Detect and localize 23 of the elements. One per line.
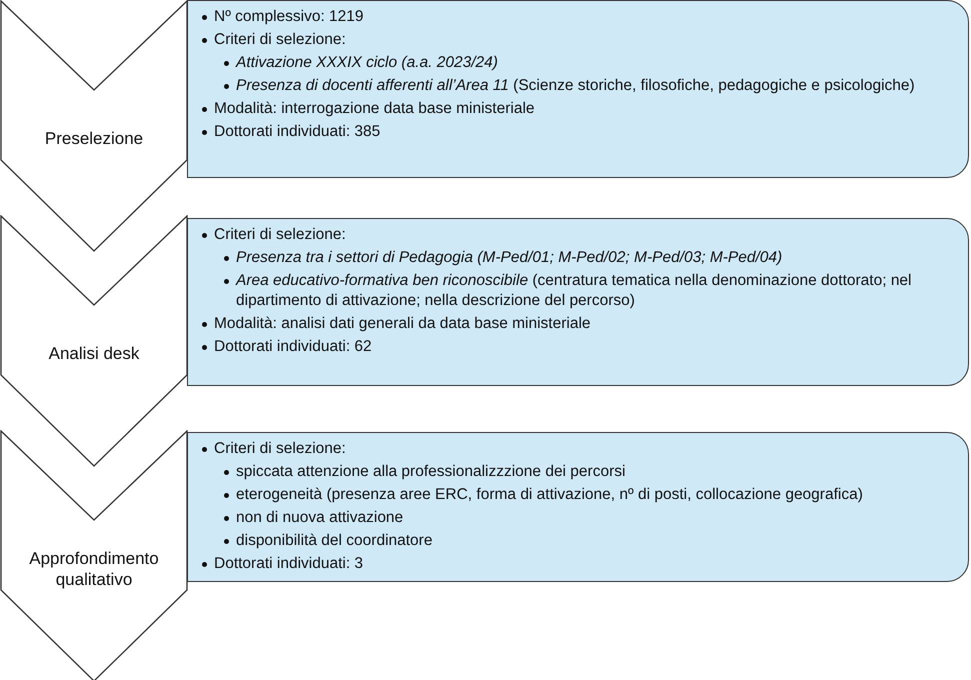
bullet-text: Criteri di selezione:: [214, 30, 346, 50]
bullet-text: Dottorati individuati: 385: [214, 122, 380, 142]
bullet-text: Modalità: interrogazione data base ministeriale: [214, 99, 535, 119]
bullet-text: Presenza tra i settori di Pedagogia (M-Ped/01; M-Ped/02; M-Ped/03; M-Ped/04): [236, 248, 782, 268]
bullet-text: Dottorati individuati: 62: [214, 337, 372, 357]
step-label: Analisi desk: [48, 343, 140, 364]
bullet-text: Criteri di selezione:: [214, 439, 346, 459]
bullet-text: non di nuova attivazione: [236, 508, 404, 528]
bullet-text: Presenza di docenti afferenti all’Area 11 (Scienze storiche, filosofiche, pedagogiche e psicologiche): [236, 76, 915, 96]
bullet-text: Area educativo-formativa ben riconoscibile (centratura tematica nella denominazione dottorato; nel dipartimento di attivazione; nella descrizione del percorso): [236, 271, 912, 311]
step-label: Preselezione: [44, 128, 144, 149]
bullet-text: spiccata attenzione alla professionalizzzione dei percorsi: [236, 462, 626, 482]
info-panel: [187, 432, 969, 582]
step-label: Approfondimento qualitativo: [28, 548, 160, 590]
bullet-text: Nº complessivo: 1219: [214, 7, 364, 27]
bullet-text: Modalità: analisi dati generali da data base ministeriale: [214, 314, 591, 334]
info-panel: [187, 218, 969, 386]
bullet-text: eterogeneità (presenza aree ERC, forma di attivazione, nº di posti, collocazione geografica): [236, 485, 863, 505]
bullet-text: Criteri di selezione:: [214, 225, 346, 245]
bullet-text: Dottorati individuati: 3: [214, 554, 364, 574]
info-panel: [187, 0, 969, 178]
bullet-text: Attivazione XXXIX ciclo (a.a. 2023/24): [236, 53, 498, 73]
bullet-text: disponibilità del coordinatore: [236, 531, 432, 551]
